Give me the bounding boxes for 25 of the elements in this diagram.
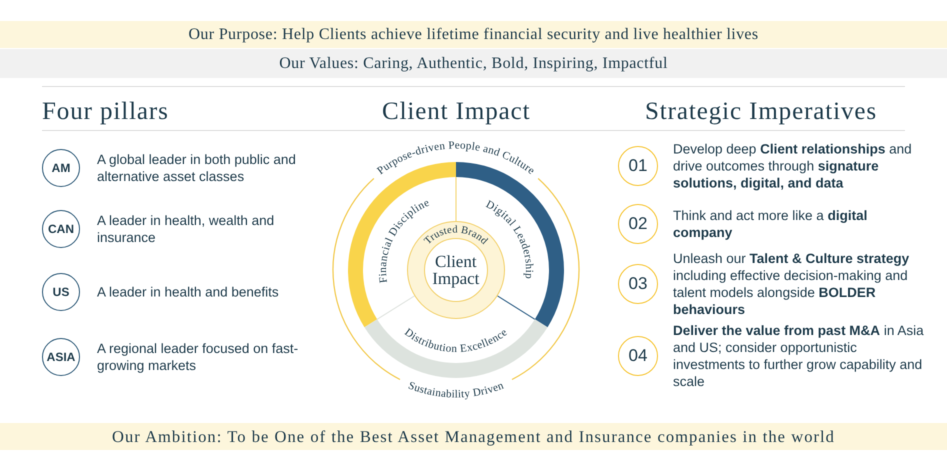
column-heading: Client Impact (382, 97, 530, 127)
purpose-statement: Our Purpose: Help Clients achieve lifetime financial security and live healthier lives (188, 26, 758, 44)
pillar-circle: ASIA (42, 338, 80, 376)
number-circle: 02 (618, 204, 658, 244)
imperative-description: Think and act more like a digital company (673, 207, 868, 241)
imperative-description: Develop deep Client relationships and drive outcomes through signature solutions, digital, and data (673, 140, 913, 192)
column-heading: Four pillars (42, 97, 169, 127)
pillar-circle: CAN (42, 210, 80, 248)
number-circle: 03 (618, 264, 658, 304)
imperative-description: Deliver the value from past M&A in Asia and US; consider opportunistic investments to further grow capability and scale (673, 322, 925, 390)
pillar-description: A leader in health, wealth and insurance (97, 212, 276, 246)
ring-label: Sustainability Driven (406, 380, 506, 400)
values-banner (0, 49, 947, 78)
values-statement: Our Values: Caring, Authentic, Bold, Inspiring, Impactful (279, 54, 668, 72)
pillar-circle: US (42, 273, 80, 311)
ambition-statement: Our Ambition: To be One of the Best Asset Management and Insurance companies in the world (112, 428, 835, 446)
column-heading: Strategic Imperatives (645, 97, 878, 127)
number-circle: 01 (618, 146, 658, 186)
pillar-description: A leader in health and benefits (97, 284, 280, 300)
pillar-description: A global leader in both public and alternative asset classes (97, 151, 297, 185)
ambition-banner (0, 423, 947, 450)
purpose-banner (0, 21, 947, 48)
number-circle: 04 (618, 336, 658, 376)
pillar-circle: AM (42, 149, 80, 187)
pillar-description: A regional leader focused on fast-growing markets (97, 340, 300, 374)
